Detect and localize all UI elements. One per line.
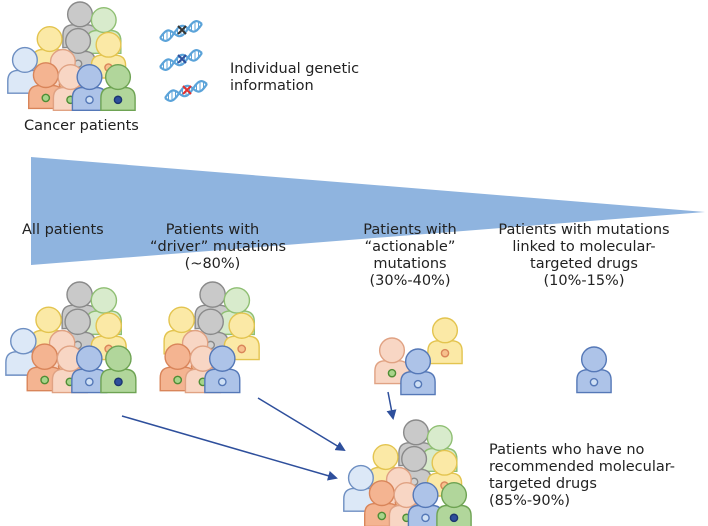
genetic-info-line-1: Individual genetic: [230, 61, 360, 77]
no-drug-patients-group: [343, 419, 472, 526]
dna-icon: [159, 48, 203, 72]
mutation-marker: [377, 511, 387, 521]
person-icon: [576, 346, 612, 394]
outcome-line-1: Patients who have no: [489, 442, 645, 458]
dna-icons-group: [159, 19, 208, 103]
mutation-marker: [421, 513, 430, 523]
funnel-wedge: [31, 157, 705, 265]
mutation-x-marker: [182, 85, 192, 95]
person-icon: [374, 337, 410, 385]
mutation-x-marker: [177, 25, 187, 35]
outcome-line-4: (85%-90%): [489, 493, 571, 509]
mutation-marker: [113, 95, 123, 105]
mutation-marker: [84, 377, 94, 387]
mutation-marker: [114, 377, 123, 387]
person-icon: [100, 345, 137, 394]
all-patients-group: [5, 281, 137, 394]
stage-driver-line-3: (~80%): [184, 256, 241, 272]
stage-all-line-1: All patients: [22, 222, 104, 238]
outcome-line-2: recommended molecular-: [489, 459, 675, 475]
person-icon: [71, 64, 108, 111]
person-icon: [71, 345, 108, 394]
person-icon: [427, 317, 463, 365]
stage-all-patients-label: All patients: [22, 222, 104, 239]
mutation-marker: [449, 513, 459, 523]
stage-actionable-line-2: “actionable”: [364, 239, 456, 255]
person-icon: [400, 348, 436, 396]
stage-targeted-line-4: (10%-15%): [543, 273, 625, 289]
stage-actionable-line-4: (30%-40%): [369, 273, 451, 289]
stage-targeted-line-1: Patients with mutations: [498, 222, 670, 238]
person-icon: [407, 481, 444, 526]
mutation-marker: [237, 344, 247, 354]
outcome-label: Patients who have no recommended molecul…: [489, 442, 675, 510]
stage-driver-line-2: “driver” mutations: [150, 239, 287, 255]
mutation-marker: [40, 375, 50, 385]
person-icon: [223, 312, 260, 361]
mutation-x-marker: [177, 54, 187, 64]
stage-driver-line-1: Patients with: [165, 222, 260, 238]
stage-targeted-line-3: targeted drugs: [530, 256, 638, 272]
genetic-info-line-2: information: [230, 78, 314, 94]
stage-actionable-line-1: Patients with: [363, 222, 457, 238]
arrow-actionable-to-outcome: [386, 391, 397, 420]
stage-actionable-label: Patients with “actionable” mutations (30…: [355, 222, 465, 290]
cancer-patients-group: [7, 1, 136, 111]
mutation-marker: [41, 93, 51, 103]
actionable-mutation-patients-group: [374, 317, 463, 396]
mutation-marker: [413, 379, 423, 389]
driver-mutation-patients-group: [159, 281, 260, 394]
mutation-marker: [387, 368, 397, 378]
mutation-marker: [440, 348, 450, 358]
stage-targeted-line-2: linked to molecular-: [512, 239, 656, 255]
dna-icon: [159, 19, 203, 43]
stage-driver-label: Patients with “driver” mutations (~80%): [150, 222, 287, 273]
outcome-line-3: targeted drugs: [489, 476, 597, 492]
person-icon: [100, 64, 136, 111]
stage-actionable-line-3: mutations: [373, 256, 447, 272]
genetic-info-label: Individual genetic information: [230, 61, 359, 95]
arrow-driver-to-outcome: [257, 397, 346, 452]
person-icon: [204, 345, 241, 394]
mutation-marker: [173, 375, 183, 385]
cancer-patients-label: Cancer patients: [24, 118, 139, 134]
mutation-marker: [85, 95, 94, 105]
stage-targeted-label: Patients with mutations linked to molecu…: [494, 222, 674, 290]
mutation-marker: [589, 377, 599, 387]
mutation-marker: [217, 377, 227, 387]
dna-icon: [164, 79, 208, 103]
person-icon: [436, 481, 472, 526]
arrow-all-to-outcome: [121, 415, 338, 481]
targeted-drug-patients-group: [576, 346, 612, 394]
